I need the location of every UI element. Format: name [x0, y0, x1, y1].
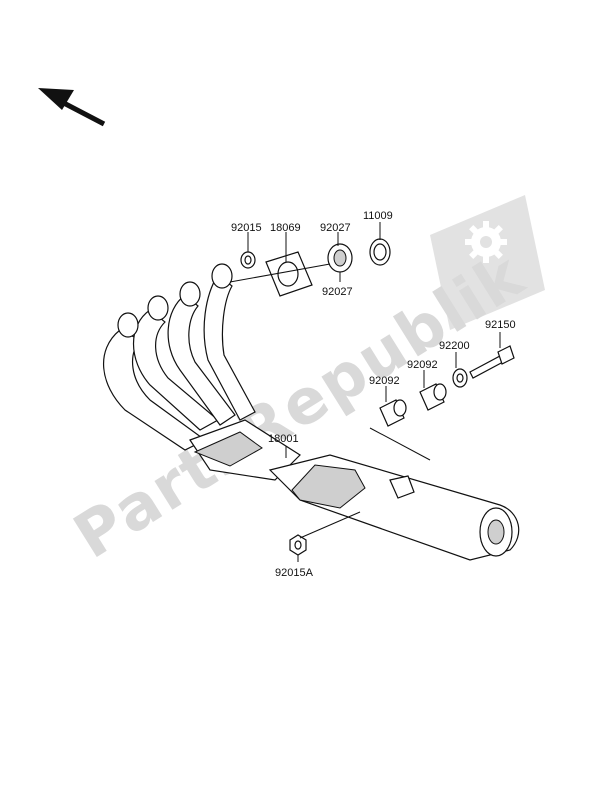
- damper-92092-lower: [379, 399, 407, 427]
- label-92027-bottom: 92027: [322, 286, 353, 298]
- label-92015a: 92015A: [275, 567, 314, 579]
- damper-92092-upper: [419, 383, 447, 411]
- label-92027-top: 92027: [320, 222, 351, 234]
- flange-18069: [265, 251, 313, 297]
- label-92150: 92150: [485, 319, 516, 331]
- label-92200: 92200: [439, 340, 470, 352]
- label-92092-lower: 92092: [369, 375, 400, 387]
- bolt-92150: [469, 345, 515, 379]
- nut-92015: [240, 251, 256, 269]
- label-11009: 11009: [363, 210, 393, 222]
- front-direction-arrow-icon: [38, 88, 106, 127]
- leader-lines: [229, 222, 501, 562]
- label-92092-upper: 92092: [407, 359, 438, 371]
- exhaust-header-pipes: [102, 263, 301, 481]
- collar-92027: [327, 243, 353, 273]
- muffler: [268, 454, 520, 561]
- washer-92200: [452, 368, 468, 388]
- gasket-11009: [369, 238, 391, 266]
- nut-92015a: [289, 534, 307, 556]
- part-labels: 92015 18069 92027 11009 92027 92150 9220…: [231, 210, 516, 579]
- label-18001: 18001: [268, 433, 299, 445]
- label-92015: 92015: [231, 222, 262, 234]
- gear-logo-icon: [465, 221, 507, 263]
- label-18069: 18069: [270, 222, 301, 234]
